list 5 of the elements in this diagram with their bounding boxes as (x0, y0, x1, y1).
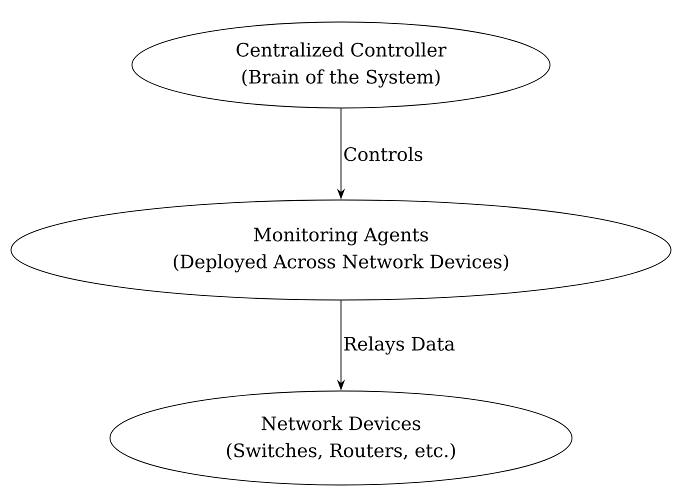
ellipse-node: Centralized Controller (Brain of the System) (132, 22, 550, 108)
ellipse-node: Monitoring Agents (Deployed Across Network Devices) (10, 200, 672, 300)
ellipse-node: Network Devices (Switches, Routers, etc.) (110, 390, 572, 486)
edge-label: Relays Data (342, 335, 456, 356)
edge-label: Controls (342, 146, 424, 162)
